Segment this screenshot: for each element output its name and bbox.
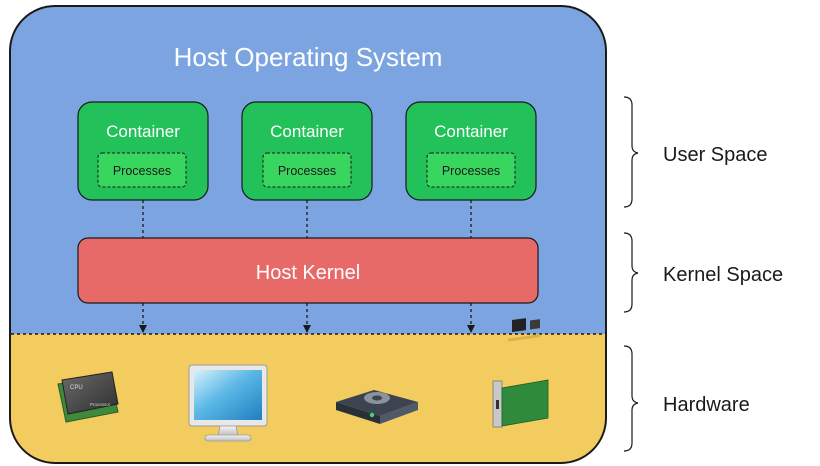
container-3: Container Processes — [405, 101, 537, 201]
network-card-icon — [492, 318, 549, 428]
cpu-chip-icon: CPU Processor — [57, 371, 119, 423]
arrow-head-icon — [303, 325, 311, 333]
os-title: Host Operating System — [174, 42, 443, 72]
host-kernel-box: Host Kernel — [77, 237, 539, 304]
container-label: Container — [270, 122, 344, 141]
user-space-label: User Space — [663, 144, 768, 166]
hardware-label: Hardware — [663, 394, 750, 416]
container-label: Container — [106, 122, 180, 141]
container-2: Container Processes — [241, 101, 373, 201]
monitor-icon — [188, 364, 268, 442]
processes-label: Processes — [278, 164, 336, 178]
kernel-space-brace — [623, 232, 639, 313]
cpu-chip-label: CPU — [70, 385, 83, 391]
cpu-chip-sublabel: Processor — [90, 402, 111, 407]
disk-drive-icon — [336, 390, 418, 424]
arrow-head-icon — [467, 325, 475, 333]
processes-box — [426, 152, 516, 188]
user-space-brace — [623, 96, 639, 208]
host-os-border — [9, 5, 607, 464]
container-1: Container Processes — [77, 101, 209, 201]
processes-label: Processes — [442, 164, 500, 178]
arrow-head-icon — [139, 325, 147, 333]
container-label: Container — [434, 122, 508, 141]
hardware-brace — [623, 345, 639, 452]
processes-box — [262, 152, 352, 188]
processes-label: Processes — [113, 164, 171, 178]
processes-box — [97, 152, 187, 188]
kernel-hardware-arrows — [139, 303, 475, 333]
kernel-space-label: Kernel Space — [663, 264, 783, 286]
kernel-label: Host Kernel — [256, 262, 361, 284]
